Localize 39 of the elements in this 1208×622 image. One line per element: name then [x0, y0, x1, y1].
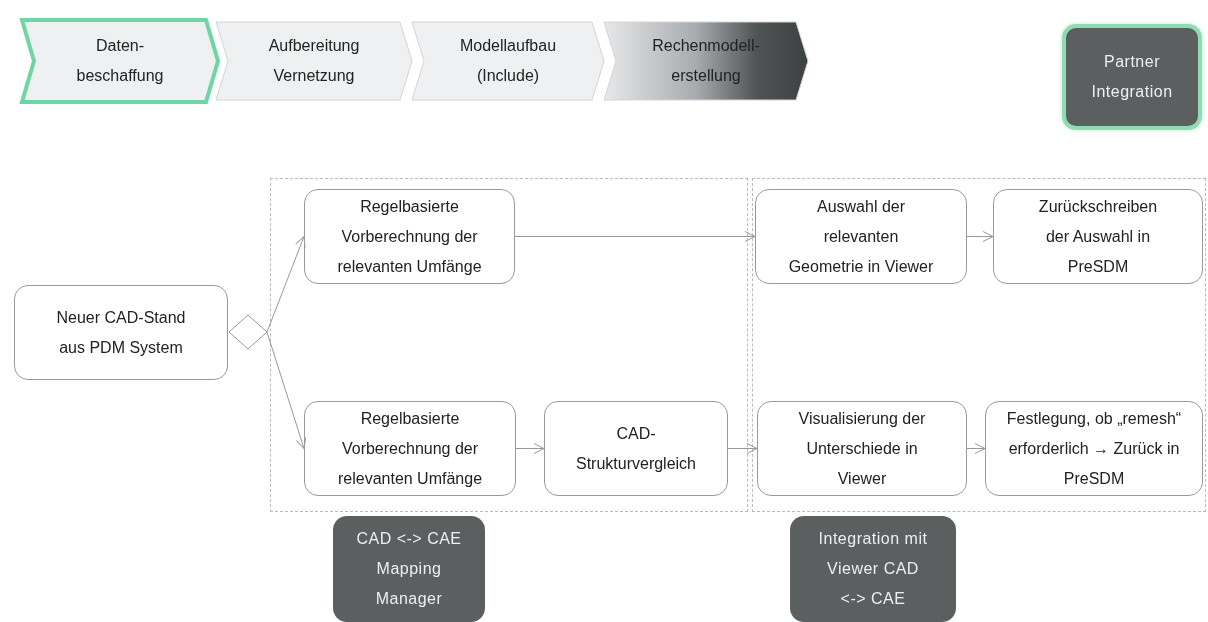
process-step	[20, 18, 220, 104]
step-label: Daten- beschaffung	[75, 36, 165, 86]
process-box	[304, 189, 515, 284]
box-label: CAD- Strukturvergleich	[574, 423, 697, 474]
process-step	[214, 20, 414, 102]
box-label: Visualisierung der Unterschiede in Viewer	[797, 408, 927, 489]
step-label: Aufbereitung Vernetzung	[267, 36, 361, 86]
box-label: Regelbasierte Vorberechnung der relevanten Umfänge	[336, 408, 484, 489]
arrow	[266, 331, 307, 449]
box-label: Auswahl der relevanten Geometrie in Viewer	[787, 196, 935, 277]
process-box	[757, 401, 967, 496]
step-label: Modellaufbau (Include)	[458, 36, 558, 86]
arrow	[515, 443, 545, 454]
box-label: Neuer CAD-Stand aus PDM System	[55, 307, 187, 358]
process-box	[14, 285, 228, 380]
arrow	[514, 231, 756, 242]
module-box	[1062, 24, 1202, 130]
decision-diamond	[229, 315, 267, 349]
process-box	[755, 189, 967, 284]
arrow	[966, 443, 986, 454]
module-box	[333, 516, 485, 622]
box-label: Festlegung, ob „remesh“ erforderlich → Zurück in PreSDM	[1005, 408, 1183, 489]
module-box	[790, 516, 956, 622]
arrow	[727, 443, 758, 454]
module-label: Partner Integration	[1090, 52, 1174, 102]
process-box	[304, 401, 516, 496]
module-label: CAD <-> CAE Mapping Manager	[355, 529, 463, 609]
process-box	[985, 401, 1203, 496]
arrow	[266, 236, 306, 333]
group-frame	[270, 178, 748, 512]
process-step	[410, 20, 606, 102]
arrow	[966, 231, 994, 242]
box-label: Regelbasierte Vorberechnung der relevanten Umfänge	[336, 196, 483, 277]
module-label: Integration mit Viewer CAD <-> CAE	[817, 529, 929, 609]
process-box	[544, 401, 728, 496]
group-frame	[752, 178, 1206, 512]
box-label: Zurückschreiben der Auswahl in PreSDM	[1037, 196, 1159, 277]
process-step	[602, 20, 810, 102]
process-box	[993, 189, 1203, 284]
